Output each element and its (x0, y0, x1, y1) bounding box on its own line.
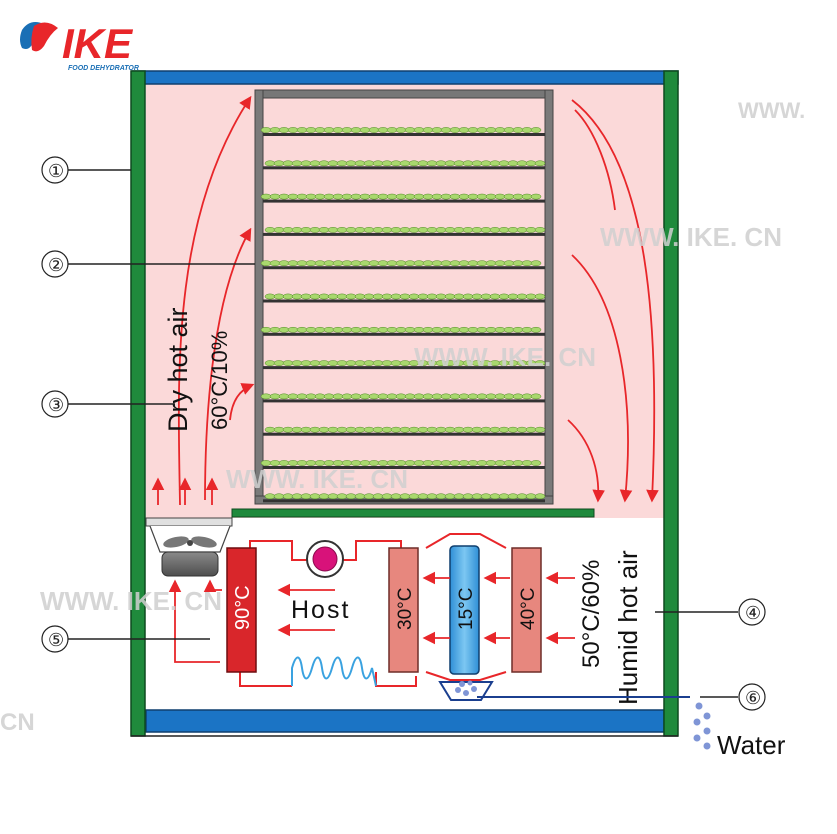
watermark-6: CN (0, 709, 35, 736)
callout-6-number: ⑥ (745, 688, 761, 708)
watermark-1: WWW. (738, 98, 805, 123)
refrigerant-pipes (239, 533, 507, 687)
drying-tray (260, 460, 545, 469)
callout-5-number: ⑤ (48, 630, 64, 650)
callout-5: ⑤ (41, 625, 210, 653)
drying-tray (263, 227, 546, 236)
airflow-arrows (151, 95, 659, 506)
condenser-temp-label: 90°C (232, 585, 254, 630)
humid-temperature-label: 50°C/60% (578, 560, 605, 668)
dry-temperature-label: 60°C/10% (207, 331, 232, 430)
logo-subtext: FOOD DEHYDRATOR (68, 65, 139, 72)
airflow-down-arrow-4 (574, 109, 616, 211)
heat-flow-arrows (168, 571, 575, 663)
callout-1: ① (41, 156, 131, 184)
watermark-2: WWW. IKE. CN (600, 222, 782, 252)
evaporator-coil (449, 545, 480, 675)
drying-tray (263, 293, 546, 303)
water-label: Water (717, 730, 786, 760)
drying-tray (263, 493, 546, 503)
water-drops-icon (693, 702, 711, 750)
dry-hot-air-label: Dry hot air (163, 307, 193, 432)
brand-logo: IKE FOOD DEHYDRATOR (20, 20, 139, 72)
watermark-4: WWW. IKE. CN (226, 464, 408, 494)
watermark-3: WWW. IKE. CN (414, 342, 596, 372)
airflow-up-arrow-2 (204, 227, 252, 501)
drying-tray (260, 260, 545, 270)
coil-30 (388, 547, 419, 673)
callout-4-number: ④ (745, 603, 761, 623)
tray-rack (254, 89, 554, 505)
coil-30-temp-label: 30°C (395, 588, 416, 630)
logo-text: IKE (62, 20, 134, 67)
rack-left-post (254, 89, 264, 503)
drying-tray (263, 160, 546, 170)
callout-6: ⑥ (700, 683, 766, 711)
airflow-down-arrow-1 (571, 99, 659, 503)
callout-1-number: ① (48, 161, 64, 181)
callout-2-number: ② (48, 255, 64, 275)
drying-tray (260, 127, 545, 136)
fan-icon (145, 517, 233, 577)
humid-hot-air-label: Humid hot air (613, 550, 643, 705)
rack-top-bar (254, 89, 554, 99)
drying-tray (263, 426, 546, 436)
evaporator-temp-label: 15°C (456, 588, 477, 630)
callout-3-number: ③ (48, 395, 64, 415)
right-wall (663, 70, 679, 737)
coil-40-temp-label: 40°C (518, 588, 539, 630)
drying-tray (260, 193, 545, 203)
host-label: Host (291, 596, 350, 624)
rack-right-post (544, 89, 554, 503)
drying-tray (263, 360, 546, 370)
airflow-down-arrow-3 (567, 419, 605, 503)
callout-3: ③ (41, 390, 175, 418)
airflow-down-arrow-2 (571, 254, 633, 503)
watermarks: WWW. WWW. IKE. CN WWW. IKE. CN WWW. IKE.… (0, 98, 805, 736)
top-panel (131, 70, 679, 85)
watermark-5: WWW. IKE. CN (40, 586, 222, 616)
divider-plate (231, 508, 595, 518)
drying-tray (260, 393, 545, 403)
drip-tray-icon (438, 680, 494, 701)
heat-pump-unit: 90°C 30°C 15°C 40°C Host (145, 517, 690, 701)
expansion-coil-icon (291, 656, 377, 687)
callout-2: ② (41, 250, 255, 278)
condenser-coil (226, 547, 257, 673)
airflow-up-arrow-1 (177, 95, 252, 506)
bottom-panel (145, 709, 665, 733)
logo-emblem-icon (20, 22, 58, 52)
callout-4: ④ (655, 598, 766, 626)
compressor-icon (306, 540, 344, 578)
drying-tray (260, 326, 545, 336)
airflow-up-arrow-3 (229, 383, 255, 421)
coil-40 (511, 547, 542, 673)
